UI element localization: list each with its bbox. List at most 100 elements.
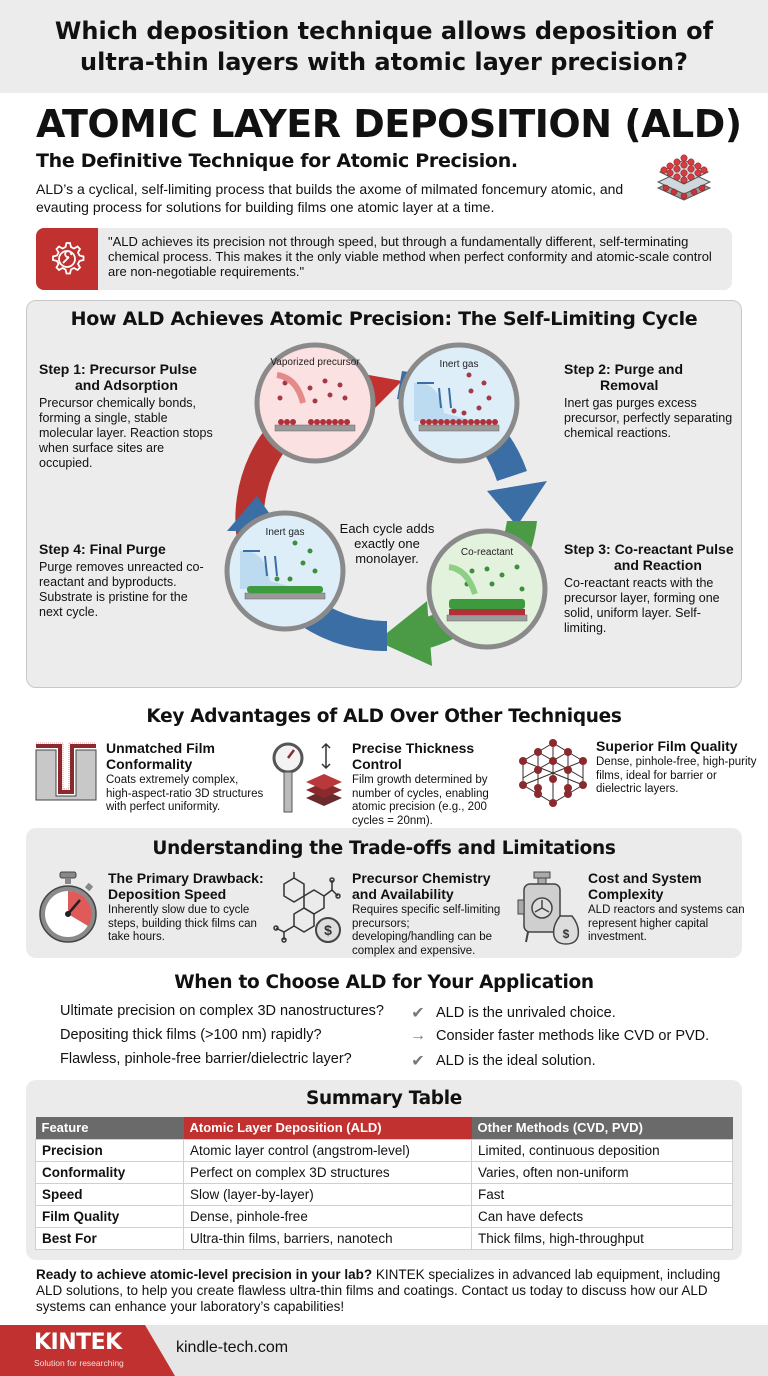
arrow-right-icon: → bbox=[410, 1027, 426, 1044]
advantage-thickness-text: Film growth determined by number of cycl… bbox=[352, 774, 489, 827]
tradeoff-speed-title: The Primary Drawback: Deposition Speed bbox=[108, 870, 264, 902]
page-title: ATOMIC LAYER DEPOSITION (ALD) bbox=[36, 102, 742, 146]
tradeoff-cost-text: ALD reactors and systems can represent h… bbox=[588, 904, 745, 943]
table-cell: Perfect on complex 3D structures bbox=[183, 1160, 472, 1184]
table-cell: Speed bbox=[35, 1182, 184, 1206]
thickness-gauge-icon bbox=[272, 742, 342, 813]
molecule-cost-icon: $ bbox=[273, 872, 341, 943]
coreactant-circle: Co-reactant bbox=[426, 528, 548, 650]
svg-text:$: $ bbox=[324, 922, 332, 938]
tradeoff-speed: The Primary Drawback: Deposition Speed I… bbox=[36, 870, 276, 946]
svg-text:$: $ bbox=[563, 927, 570, 941]
cta-bold: Ready to achieve atomic-level precision … bbox=[36, 1267, 373, 1282]
step-4: Step 4: Final Purge Purge removes unreac… bbox=[39, 541, 209, 620]
table-cell: Fast bbox=[471, 1182, 733, 1206]
brand-block bbox=[0, 1325, 175, 1376]
advantages-title: Key Advantages of ALD Over Other Techniq… bbox=[146, 706, 622, 727]
purge-circle: Inert gas bbox=[398, 342, 520, 464]
summary-title: Summary Table bbox=[305, 1088, 463, 1109]
gear-wrench-icon bbox=[36, 228, 98, 290]
summary-table: Feature Atomic Layer Deposition (ALD) Ot… bbox=[35, 1117, 733, 1250]
svg-text:Vaporized precursor: Vaporized precursor bbox=[270, 357, 360, 368]
header-feature: Feature bbox=[35, 1117, 184, 1139]
cycle-panel: How ALD Achieves Atomic Precision: The S… bbox=[26, 300, 742, 688]
table-row: Conformality Perfect on complex 3D struc… bbox=[35, 1160, 733, 1184]
choose-question-2: Depositing thick films (>100 nm) rapidly… bbox=[60, 1027, 322, 1043]
choose-title: When to Choose ALD for Your Application bbox=[174, 972, 594, 993]
advantage-thickness: Precise Thickness Control Film growth de… bbox=[272, 740, 512, 828]
advantage-quality-text: Dense, pinhole-free, high-purity films, … bbox=[596, 756, 757, 795]
quote-text: "ALD achieves its precision not through … bbox=[108, 234, 712, 279]
step-4-text: Purge removes unreacted co-reactant and … bbox=[39, 560, 204, 619]
step-3: Step 3: Co-reactant Pulse and Reaction C… bbox=[564, 541, 742, 636]
brand-tagline: Solution for researching bbox=[34, 1358, 124, 1368]
step-3-title-line2: and Reaction bbox=[614, 557, 702, 573]
tradeoff-precursor-text: Requires specific self-limiting precurso… bbox=[352, 904, 501, 957]
choose-question-3: Flawless, pinhole-free barrier/dielectri… bbox=[60, 1051, 352, 1067]
cycle-diagram: Vaporized precursor Inert gas Co-reactan… bbox=[224, 342, 548, 666]
table-row: Speed Slow (layer-by-layer) Fast bbox=[35, 1182, 733, 1206]
advantage-conformality-text: Coats extremely complex, high-aspect-rat… bbox=[106, 774, 264, 813]
svg-text:Inert gas: Inert gas bbox=[440, 359, 479, 370]
advantage-thickness-title: Precise Thickness Control bbox=[352, 740, 475, 772]
table-cell: Can have defects bbox=[471, 1204, 733, 1228]
step-2-title-line2: Removal bbox=[600, 377, 659, 393]
table-cell: Precision bbox=[35, 1138, 184, 1162]
stopwatch-icon bbox=[39, 871, 97, 943]
website-link[interactable]: kindle-tech.com bbox=[176, 1339, 289, 1356]
lattice-network-icon bbox=[519, 739, 587, 807]
cta-text: KINTEK specializes in advanced lab equip… bbox=[36, 1267, 721, 1314]
step-3-title-line1: Step 3: Co-reactant Pulse bbox=[564, 541, 734, 557]
table-cell: Slow (layer-by-layer) bbox=[183, 1182, 472, 1206]
step-4-title-line1: Step 4: Final Purge bbox=[39, 541, 166, 557]
call-to-action: Ready to achieve atomic-level precision … bbox=[36, 1267, 736, 1315]
blue-arrowhead bbox=[487, 481, 547, 526]
choose-question-1: Ultimate precision on complex 3D nanostr… bbox=[60, 1003, 384, 1019]
brand-logo: KINTEK bbox=[34, 1330, 122, 1355]
tradeoff-speed-text: Inherently slow due to cycle steps, buil… bbox=[108, 904, 257, 943]
table-row: Film Quality Dense, pinhole-free Can hav… bbox=[35, 1204, 733, 1228]
step-1-title: Step 1: Precursor Pulse and Adsorption bbox=[39, 361, 219, 393]
cycle-title: How ALD Achieves Atomic Precision: The S… bbox=[70, 308, 698, 330]
table-cell: Dense, pinhole-free bbox=[183, 1204, 472, 1228]
step-3-text: Co-reactant reacts with the precursor la… bbox=[564, 576, 720, 635]
trench-conformal-coating-icon bbox=[35, 742, 97, 801]
tradeoff-precursor: $ Precursor Chemistry and Availability R… bbox=[272, 870, 512, 958]
step-2-text: Inert gas purges excess precursor, perfe… bbox=[564, 396, 733, 440]
final-purge-circle: Inert gas bbox=[224, 510, 346, 632]
intro-text: ALD’s a cyclical, self-limiting process … bbox=[36, 181, 624, 215]
check-circle-icon: ✔︎ bbox=[411, 1005, 425, 1022]
table-row: Best For Ultra-thin films, barriers, nan… bbox=[35, 1226, 733, 1250]
check-circle-icon: ✔︎ bbox=[411, 1053, 425, 1070]
table-cell: Varies, often non-uniform bbox=[471, 1160, 733, 1184]
choose-answer-3-text: ALD is the ideal solution. bbox=[436, 1053, 596, 1069]
choose-answer-2: → Consider faster methods like CVD or PV… bbox=[408, 1027, 709, 1045]
advantage-quality-title: Superior Film Quality bbox=[596, 738, 738, 754]
cycle-center-text: Each cycle adds exactly one monolayer. bbox=[339, 521, 435, 566]
header-ald: Atomic Layer Deposition (ALD) bbox=[183, 1117, 472, 1139]
header-other: Other Methods (CVD, PVD) bbox=[471, 1117, 733, 1139]
tradeoff-cost: $ Cost and System Complexity ALD reactor… bbox=[516, 870, 756, 946]
choose-answer-1-text: ALD is the unrivaled choice. bbox=[436, 1005, 616, 1021]
step-1-title-line2: and Adsorption bbox=[75, 377, 178, 393]
choose-answer-2-text: Consider faster methods like CVD or PVD. bbox=[436, 1028, 710, 1044]
step-1-title-line1: Step 1: Precursor Pulse bbox=[39, 361, 197, 377]
table-cell: Limited, continuous deposition bbox=[471, 1138, 733, 1162]
step-1-text: Precursor chemically bonds, forming a si… bbox=[39, 396, 213, 470]
tradeoffs-panel bbox=[26, 828, 742, 958]
question-banner: Which deposition technique allows deposi… bbox=[0, 0, 768, 93]
tradeoff-precursor-title: Precursor Chemistry and Availability bbox=[352, 870, 491, 902]
table-cell: Film Quality bbox=[35, 1204, 184, 1228]
step-2-title-line1: Step 2: Purge and bbox=[564, 361, 684, 377]
step-2-title: Step 2: Purge and Removal bbox=[564, 361, 734, 393]
quote-box: "ALD achieves its precision not through … bbox=[36, 228, 732, 290]
svg-text:Inert gas: Inert gas bbox=[266, 527, 305, 538]
step-3-title: Step 3: Co-reactant Pulse and Reaction bbox=[564, 541, 742, 573]
green-arrowhead bbox=[377, 601, 432, 666]
reactor-money-bag-icon: $ bbox=[517, 871, 580, 945]
choose-answer-1: ✔︎ ALD is the unrivaled choice. bbox=[408, 1003, 616, 1023]
choose-answer-3: ✔︎ ALD is the ideal solution. bbox=[408, 1051, 596, 1071]
table-cell: Ultra-thin films, barriers, nanotech bbox=[183, 1226, 472, 1250]
precursor-circle: Vaporized precursor bbox=[254, 342, 376, 464]
table-cell: Best For bbox=[35, 1226, 184, 1250]
